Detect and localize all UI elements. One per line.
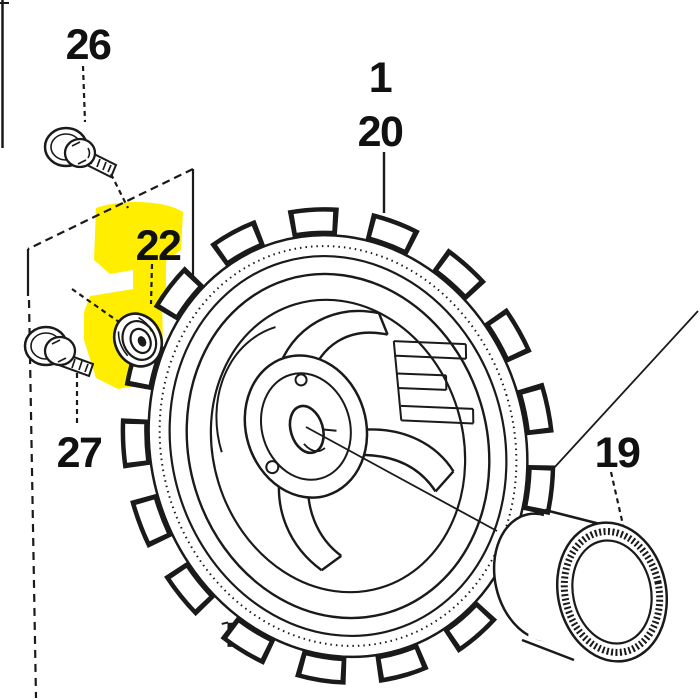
leader-22 — [149, 263, 154, 305]
wheel-hub — [215, 326, 369, 499]
scan-edge-artifact — [0, 0, 9, 148]
bushing-knurl-ring — [560, 528, 664, 656]
wheel-spoke-channel-detail — [392, 340, 475, 425]
callout-27: 27 — [57, 429, 102, 477]
callout-labels: 26 1 20 22 27 19 — [57, 21, 642, 477]
wheel-tread-stipple — [158, 245, 518, 647]
nut-22-illustration — [112, 312, 164, 368]
callout-19: 19 — [595, 429, 640, 477]
bolt-26-illustration — [43, 126, 118, 179]
wheel-rim-band-inner — [209, 298, 467, 594]
leader-26 — [81, 65, 87, 123]
hub-bolt-hole-top — [294, 373, 308, 387]
leader-19 — [609, 471, 625, 526]
leader-bolt26-to-panel — [110, 173, 129, 209]
bushing-bore — [571, 539, 653, 645]
wheel-tread-inner-edge — [168, 254, 508, 638]
hub-bolt-hole-left — [265, 460, 280, 475]
hub-center-hole — [288, 404, 325, 455]
callout-22: 22 — [136, 222, 181, 270]
bushing-illustration — [492, 508, 669, 663]
callout-20: 20 — [358, 108, 403, 156]
callout-26: 26 — [66, 21, 111, 69]
panel-outline — [26, 168, 195, 699]
leader-lines — [71, 65, 625, 526]
highlight-blob-label — [94, 202, 183, 306]
wheel-illustration — [120, 207, 556, 685]
callout-1: 1 — [369, 54, 392, 102]
leader-panel-to-nut — [71, 288, 120, 323]
bolt-27-illustration — [23, 325, 95, 378]
